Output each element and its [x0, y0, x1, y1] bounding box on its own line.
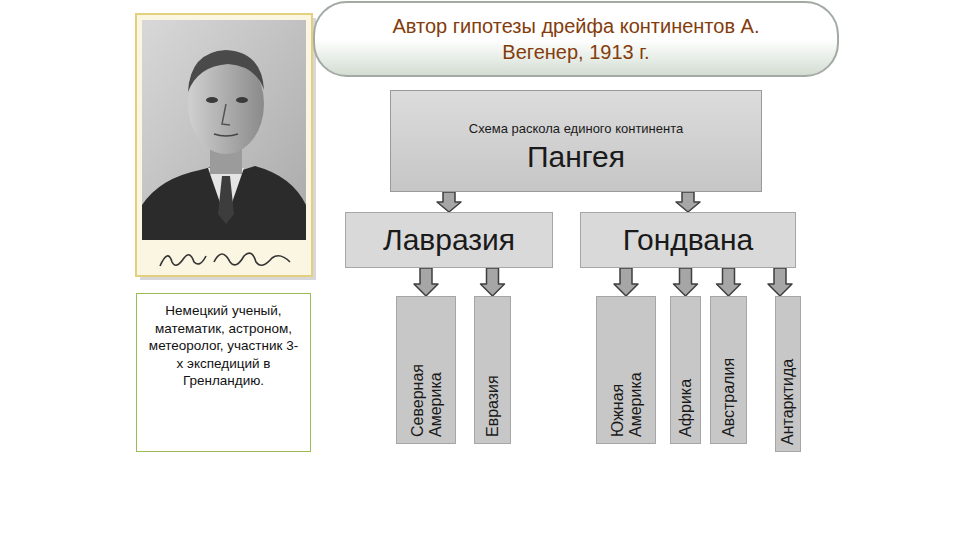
block-arrow [676, 192, 700, 212]
box-text: Пангея [401, 140, 751, 174]
continent-bar: Африка [670, 296, 701, 444]
block-arrow [614, 268, 638, 296]
box-text: Лавразия [383, 223, 515, 257]
block-arrow [717, 268, 741, 296]
supercontinent-box: Схема раскола единого континентаПангея [390, 90, 762, 192]
vertical-label: Северная Америка [409, 341, 444, 437]
arrow-shape [768, 268, 792, 296]
arrow-shape [414, 268, 438, 296]
suit [142, 166, 306, 240]
block-arrow [674, 268, 698, 296]
arrow-shape [717, 268, 741, 296]
vertical-label: Африка [677, 307, 695, 437]
block-arrow [481, 268, 505, 296]
mouth [214, 134, 238, 136]
box-text: Схема раскола единого континента [401, 121, 751, 136]
eye [236, 97, 248, 103]
continent-box: Гондвана [580, 212, 796, 268]
title-text: Автор гипотезы дрейфа континентов А. Вег… [355, 13, 797, 65]
vertical-label: Австралия [720, 307, 738, 437]
arrow-shape [676, 192, 700, 212]
continent-box: Лавразия [345, 212, 553, 268]
description-box: Немецкий ученый, математик, астроном, ме… [136, 293, 311, 452]
hair [188, 50, 264, 92]
arrow-shape [614, 268, 638, 296]
box-text: Немецкий ученый, математик, астроном, ме… [147, 302, 300, 390]
block-arrow [768, 268, 792, 296]
tie [218, 176, 234, 224]
arrow-shape [481, 268, 505, 296]
vertical-label: Антарктида [779, 305, 797, 445]
block-arrow [414, 268, 438, 296]
arrow-shape [437, 192, 461, 212]
continent-bar: Южная Америка [596, 296, 656, 444]
box-text: Гондвана [623, 223, 754, 257]
continent-bar: Австралия [710, 296, 747, 444]
signature [160, 253, 290, 266]
continent-bar: Антарктида [775, 296, 801, 452]
photo-frame [136, 14, 312, 276]
nose [222, 104, 230, 125]
arrow-shape [674, 268, 698, 296]
title-box: Автор гипотезы дрейфа континентов А. Вег… [313, 1, 839, 77]
vertical-label: Евразия [484, 307, 502, 437]
continent-bar: Северная Америка [396, 296, 456, 444]
vertical-label: Южная Америка [609, 341, 644, 437]
block-arrow [437, 192, 461, 212]
photo-background [142, 20, 306, 240]
eye [206, 97, 218, 103]
continent-bar: Евразия [474, 296, 511, 444]
